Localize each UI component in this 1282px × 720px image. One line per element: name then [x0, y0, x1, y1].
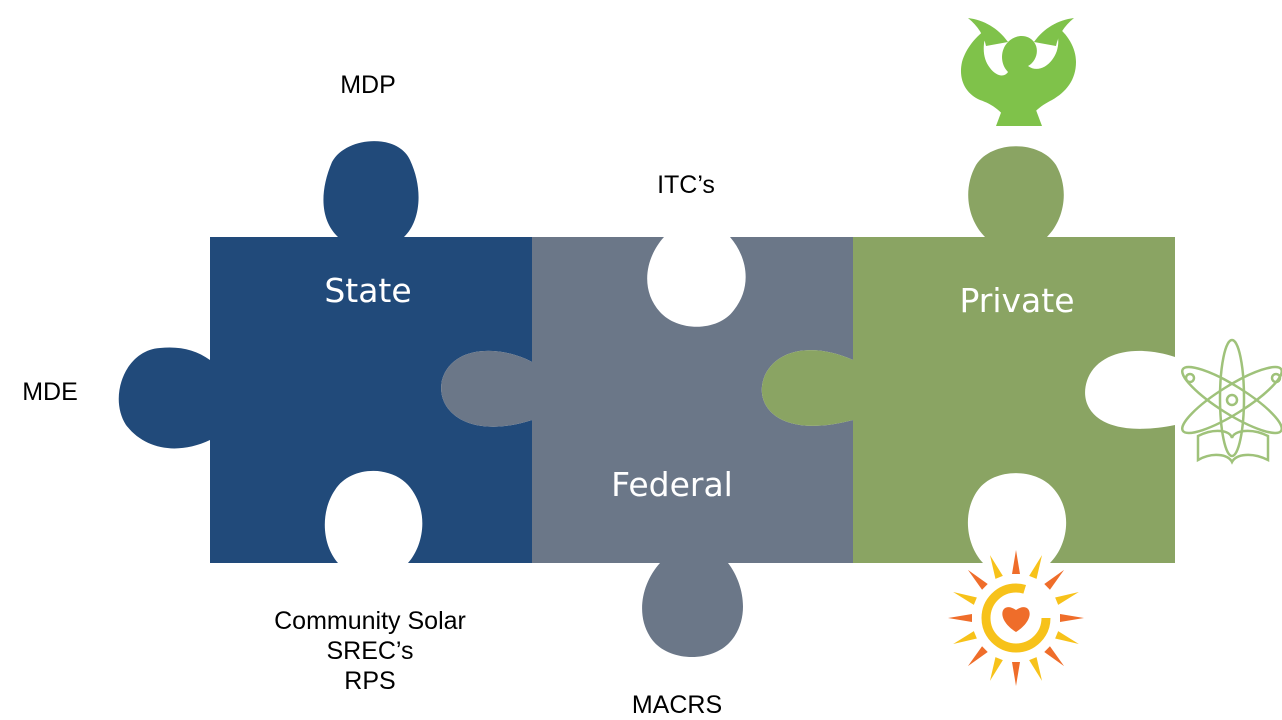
state-label: State: [324, 271, 411, 310]
atom-book-logo-icon: [1181, 338, 1282, 465]
mde-label: MDE: [22, 378, 78, 406]
state-programs-list: Community Solar SREC’s RPS: [220, 606, 520, 696]
sun-ray: [989, 555, 1003, 579]
rps-label: RPS: [344, 667, 396, 695]
sun-ray: [953, 591, 977, 605]
sun-swirl: [981, 583, 1051, 653]
heart-icon: [1002, 607, 1030, 632]
private-puzzle-piece: [761, 146, 1175, 563]
sun-ray: [1055, 591, 1079, 605]
itcs-label: ITC’s: [657, 171, 715, 199]
state-puzzle-piece: [118, 141, 532, 563]
sun-ray: [1012, 662, 1020, 686]
sun-ray: [1029, 555, 1043, 579]
sun-heart-logo-icon: [948, 550, 1084, 686]
federal-label: Federal: [611, 465, 733, 504]
sun-ray: [1055, 631, 1079, 645]
sun-ray: [1044, 569, 1065, 590]
macrs-label: MACRS: [631, 691, 723, 719]
private-label: Private: [959, 281, 1074, 320]
sun-ray: [948, 614, 972, 622]
federal-puzzle-piece: [441, 237, 853, 657]
sun-ray: [1044, 646, 1065, 667]
sun-ray: [1029, 657, 1043, 681]
sun-ray: [967, 646, 988, 667]
sun-ray: [1060, 614, 1084, 622]
mdp-label: MDP: [340, 71, 396, 99]
sun-ray: [967, 569, 988, 590]
community-solar-label: Community Solar: [274, 607, 466, 635]
sun-ray: [953, 631, 977, 645]
srecs-label: SREC’s: [326, 637, 414, 665]
sun-ray: [1012, 550, 1020, 574]
sun-ray: [989, 657, 1003, 681]
phoenix-logo-icon: [960, 18, 1076, 126]
